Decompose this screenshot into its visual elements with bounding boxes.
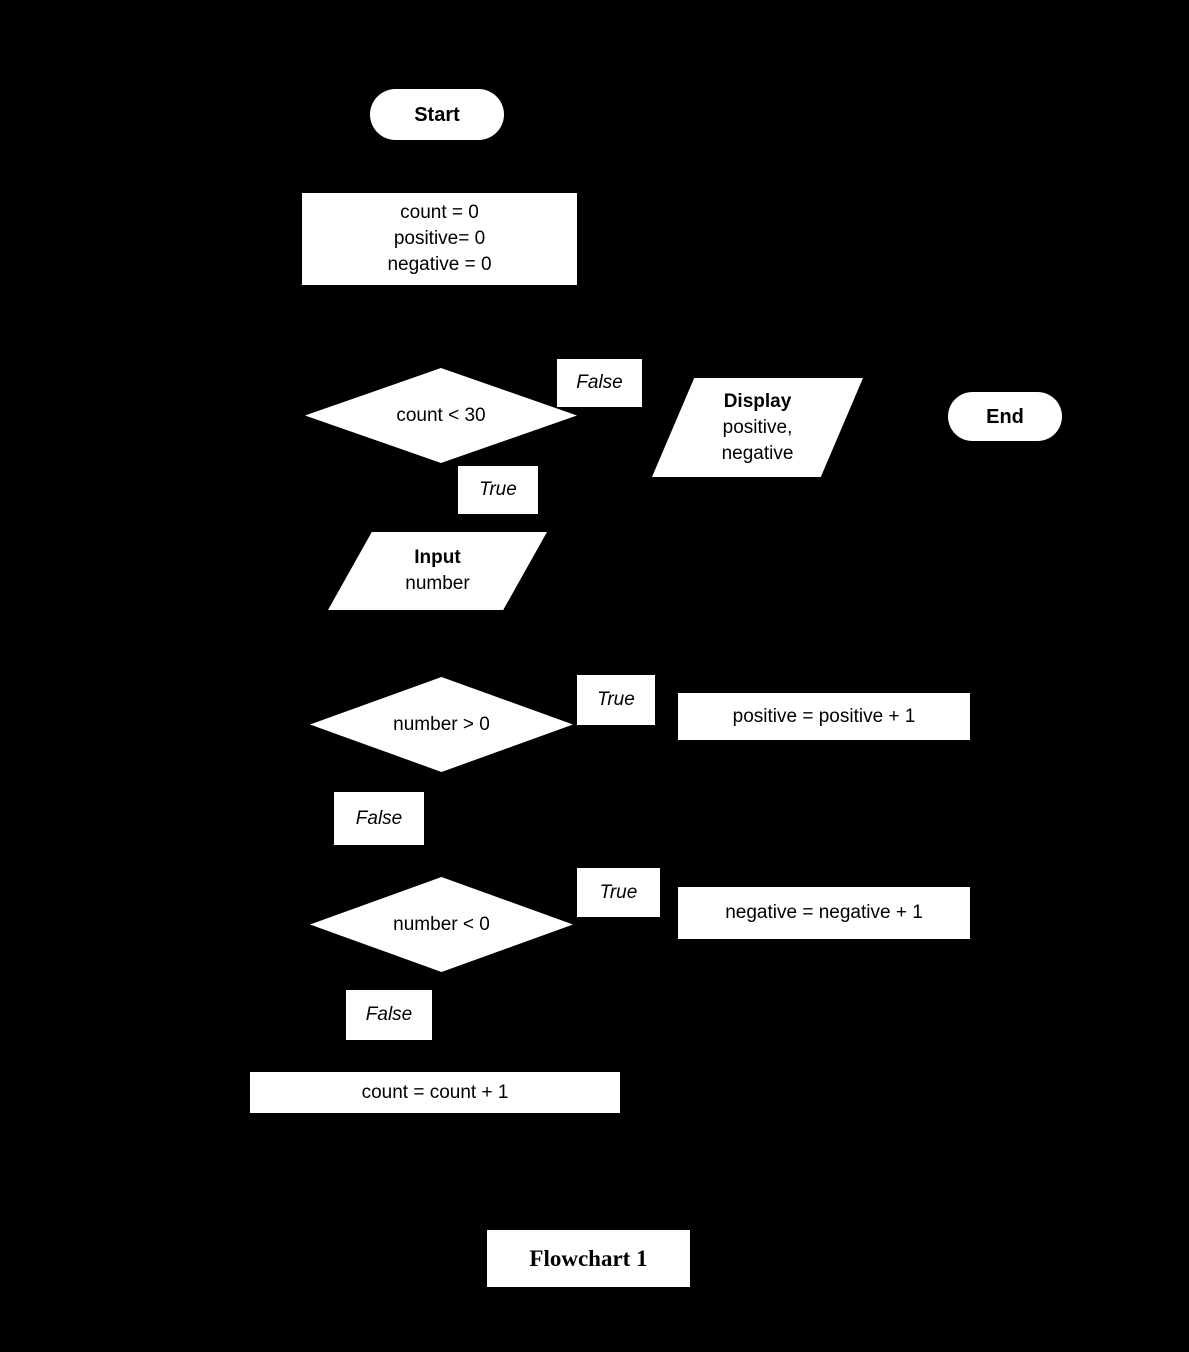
start-label: Start: [414, 103, 460, 126]
count-step-label: count = count + 1: [361, 1081, 509, 1103]
label-false-loop: False: [557, 359, 642, 407]
label-true-loop: True: [458, 466, 538, 514]
process-negative-increment: negative = negative + 1: [678, 887, 970, 939]
decision-count-label: count < 30: [396, 404, 486, 426]
process-count-increment: count = count + 1: [250, 1072, 620, 1113]
positive-step-label: positive = positive + 1: [732, 705, 916, 727]
flowchart-caption: Flowchart 1: [487, 1230, 690, 1287]
display-output-node: Display positive, negative: [652, 378, 863, 477]
init-line-positive: positive= 0: [393, 228, 486, 249]
true-text: True: [599, 881, 638, 903]
label-false-positive: False: [334, 792, 424, 845]
label-true-positive: True: [577, 675, 655, 725]
input-node: Input number: [328, 532, 547, 610]
false-text: False: [365, 1004, 413, 1025]
init-line-count: count = 0: [400, 202, 479, 223]
start-node: Start: [370, 89, 504, 140]
init-process-node: count = 0 positive= 0 negative = 0: [302, 193, 577, 285]
caption-text: Flowchart 1: [529, 1245, 648, 1271]
input-line-number: number: [405, 573, 470, 594]
display-line-negative: negative: [721, 442, 794, 464]
false-text: False: [355, 807, 403, 829]
end-node: End: [948, 392, 1062, 441]
process-positive-increment: positive = positive + 1: [678, 693, 970, 740]
true-text: True: [597, 689, 635, 710]
init-line-negative: negative = 0: [387, 254, 492, 275]
decision-positive-label: number > 0: [393, 713, 490, 735]
decision-number-gt-0: number > 0: [310, 677, 573, 772]
end-label: End: [986, 405, 1024, 428]
decision-count-lt-30: count < 30: [305, 368, 577, 463]
display-line-positive: positive,: [722, 416, 793, 438]
negative-step-label: negative = negative + 1: [725, 902, 923, 923]
input-title: Input: [414, 547, 461, 568]
label-false-negative: False: [346, 990, 432, 1040]
true-text: True: [479, 479, 517, 500]
label-true-negative: True: [577, 868, 660, 917]
false-text: False: [576, 372, 623, 393]
display-title: Display: [723, 390, 792, 412]
decision-negative-label: number < 0: [393, 913, 490, 935]
decision-number-lt-0: number < 0: [310, 877, 573, 972]
